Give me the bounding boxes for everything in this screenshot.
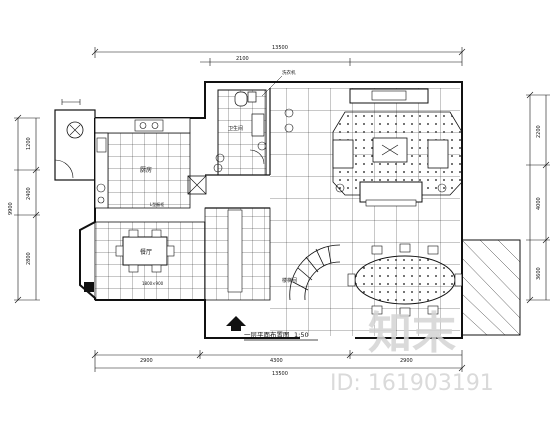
watermark-brand: 知末	[368, 308, 456, 359]
top-total-dimension: 13500	[272, 45, 288, 51]
counter-note: L型橱柜	[150, 201, 164, 207]
dining-table-note: 1800×900	[142, 281, 164, 286]
kitchen-room	[94, 117, 207, 209]
right-terrace	[461, 239, 521, 336]
toilet-leader-line	[261, 75, 283, 97]
top-dimension-lines	[91, 47, 466, 66]
tv-cabinet	[349, 88, 429, 104]
toilet-label: 洗衣机	[282, 69, 296, 76]
bottom-right-dimension: 2900	[400, 358, 413, 364]
drawing-title: 一层平面布置图	[244, 330, 290, 339]
right-dimension-b: 4000	[536, 197, 542, 210]
left-dimension-lines	[14, 114, 40, 304]
bottom-dimension-lines	[91, 350, 466, 372]
left-balcony	[54, 99, 96, 181]
oval-table-group	[347, 243, 463, 317]
spiral-staircase	[289, 244, 341, 301]
watermark-id: ID: 161903191	[330, 371, 494, 396]
washroom	[215, 89, 267, 176]
dining-label: 餐厅	[140, 248, 152, 256]
top-segment-dimension: 2100	[236, 56, 249, 62]
right-dimension-lines	[526, 91, 550, 304]
hall-floor-tiles	[204, 108, 294, 301]
entry-arrow	[226, 316, 246, 331]
living-sofa-group	[332, 111, 463, 207]
bottom-left-dimension: 2900	[140, 358, 153, 364]
left-dimension-c: 2800	[26, 252, 32, 265]
drawing-scale: 1:50	[294, 331, 309, 339]
bottom-mid-dimension: 4300	[270, 358, 283, 364]
right-dimension-c: 3600	[536, 267, 542, 280]
washroom-label: 卫生间	[228, 125, 243, 132]
kitchen-label: 厨房	[140, 166, 152, 174]
bottom-total-dimension: 13500	[272, 371, 288, 377]
left-dimension-b: 2400	[26, 187, 32, 200]
stair-hall-label: 楼梯间	[282, 277, 297, 284]
dining-room	[84, 221, 206, 301]
left-dimension-a: 1200	[26, 137, 32, 150]
left-total-dimension: 9900	[8, 202, 14, 215]
right-dimension-a: 2200	[536, 125, 542, 138]
